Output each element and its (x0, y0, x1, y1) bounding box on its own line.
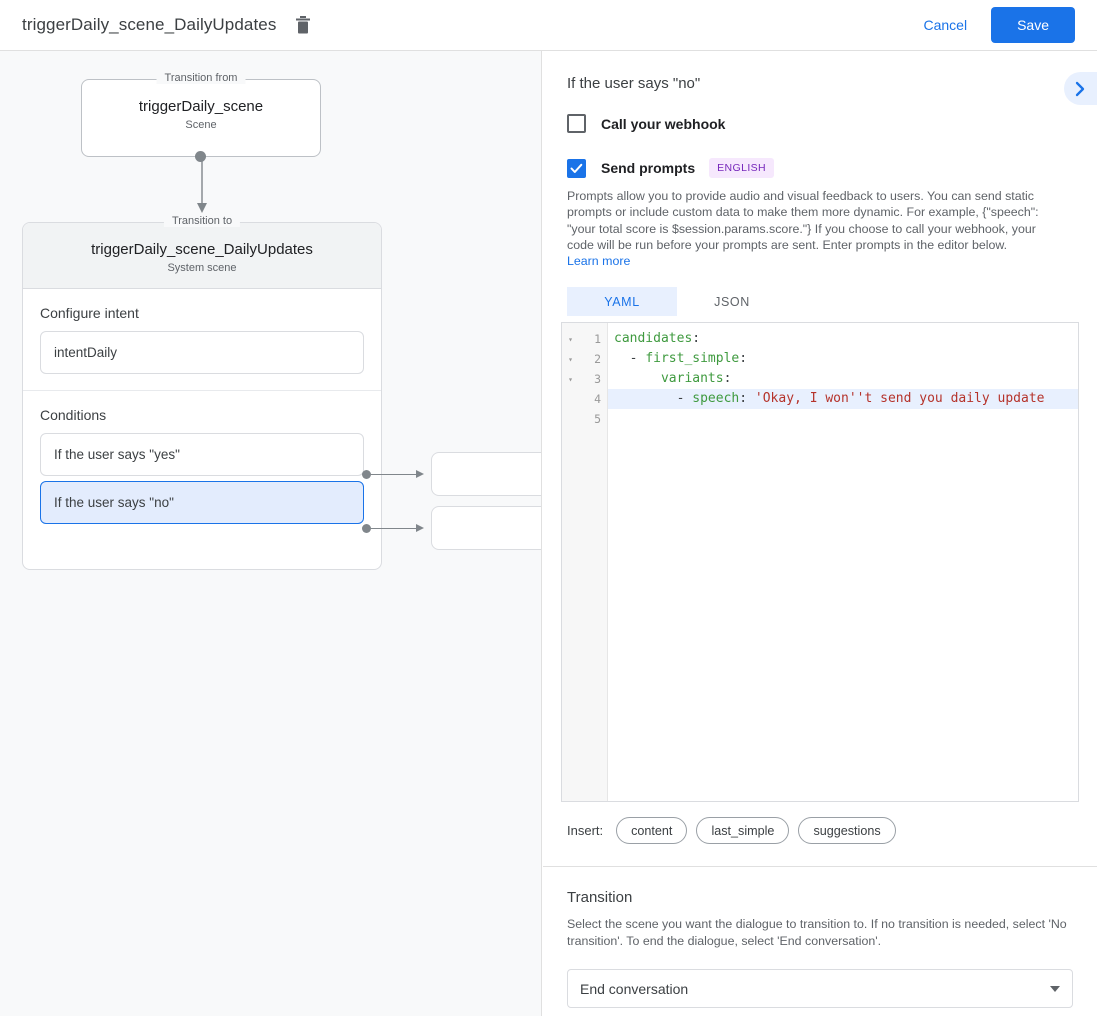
configure-intent-section: Configure intent intentDaily (23, 289, 381, 390)
transition-from-scene-name: triggerDaily_scene (138, 98, 264, 115)
transition-to-scene-type: System scene (167, 262, 237, 274)
code-token: variants (660, 371, 724, 387)
intent-item[interactable]: intentDaily (40, 331, 364, 374)
insert-row: Insert: content last_simple suggestions (567, 817, 1073, 845)
transition-to-scene-name: triggerDaily_scene_DailyUpdates (91, 241, 313, 258)
trash-icon (296, 16, 311, 34)
condition-item-no[interactable]: If the user says "no" (40, 481, 364, 524)
target-node-yes[interactable] (431, 452, 541, 496)
editor-code-line[interactable]: - first_simple: (608, 349, 1078, 369)
transition-title: Transition (567, 889, 633, 907)
page-title: triggerDaily_scene_DailyUpdates (22, 15, 277, 34)
condition-no-edge-dot (362, 524, 371, 533)
learn-more-link[interactable]: Learn more (567, 254, 631, 269)
transition-section: Transition Select the scene you want the… (543, 867, 1097, 1009)
format-tabs: YAML JSON (567, 287, 1073, 317)
editor-line-number: 3 (594, 372, 601, 387)
top-app-bar: triggerDaily_scene_DailyUpdates Cancel S… (0, 0, 1097, 51)
checkmark-icon (570, 163, 583, 173)
fold-triangle-icon[interactable]: ▾ (568, 334, 573, 344)
editor-gutter-line: ▾3 (562, 369, 607, 389)
section-divider (543, 866, 1097, 868)
connector-dot (195, 151, 206, 162)
prompts-help-text: Prompts allow you to provide audio and v… (543, 188, 1063, 269)
transition-select-value: End conversation (580, 980, 689, 997)
webhook-row[interactable]: Call your webhook (543, 114, 1097, 133)
details-panel: If the user says "no" Call your webhook … (543, 51, 1097, 1016)
code-token: - (614, 351, 646, 367)
code-token: : (739, 391, 755, 407)
editor-gutter-line: 5 (562, 409, 607, 429)
call-webhook-checkbox[interactable] (567, 114, 586, 133)
conditions-section: Conditions If the user says "yes" If the… (23, 390, 381, 540)
transition-to-legend: Transition to (163, 215, 241, 227)
condition-yes-edge-arrow-icon (416, 470, 424, 478)
code-token: speech (692, 391, 740, 407)
language-badge: ENGLISH (709, 158, 775, 178)
insert-chip-last-simple[interactable]: last_simple (696, 817, 790, 845)
editor-code-line[interactable] (608, 409, 1078, 429)
code-token: candidates (614, 331, 693, 347)
transition-description: Select the scene you want the dialogue t… (567, 917, 1067, 948)
code-token: first_simple (645, 351, 740, 367)
fold-triangle-icon[interactable]: ▾ (568, 354, 573, 364)
code-token: 'Okay, I won''t send you daily update (754, 391, 1045, 407)
details-panel-header: If the user says "no" (543, 51, 1097, 105)
condition-item-yes[interactable]: If the user says "yes" (40, 433, 364, 476)
code-token: : (723, 371, 732, 387)
insert-label: Insert: (567, 823, 604, 839)
tab-json[interactable]: JSON (677, 287, 787, 317)
editor-code-line[interactable]: variants: (608, 369, 1078, 389)
delete-button[interactable] (290, 12, 316, 38)
chevron-down-icon (1050, 985, 1060, 992)
fold-triangle-icon[interactable]: ▾ (568, 374, 573, 384)
details-panel-title: If the user says "no" (567, 75, 701, 92)
code-token (614, 371, 661, 386)
target-node-no[interactable] (431, 506, 541, 550)
conditions-label: Conditions (40, 407, 107, 423)
condition-no-edge-line (371, 528, 418, 529)
scene-graph-canvas[interactable]: Transition from triggerDaily_scene Scene… (0, 51, 542, 1016)
send-prompts-label: Send prompts (601, 160, 696, 176)
configure-intent-label: Configure intent (40, 305, 139, 321)
transition-to-header: triggerDaily_scene_DailyUpdates System s… (23, 223, 381, 289)
editor-code-line[interactable]: - speech: 'Okay, I won''t send you daily… (608, 389, 1078, 410)
code-token: : (692, 331, 701, 347)
send-prompts-row[interactable]: Send prompts ENGLISH (543, 158, 1097, 178)
transition-from-card[interactable]: Transition from triggerDaily_scene Scene (81, 72, 321, 157)
send-prompts-checkbox[interactable] (567, 158, 586, 178)
transition-from-legend: Transition from (156, 72, 246, 84)
condition-yes-edge-line (371, 474, 418, 475)
insert-chip-content[interactable]: content (616, 817, 688, 845)
editor-line-number: 4 (594, 392, 601, 407)
chevron-right-icon (1075, 81, 1085, 96)
prompts-help-body: Prompts allow you to provide audio and v… (567, 189, 1039, 252)
code-token: : (739, 351, 748, 367)
editor-code-area[interactable]: candidates: - first_simple: variants: - … (608, 323, 1078, 801)
transition-from-scene-type: Scene (185, 119, 217, 131)
expand-panel-button[interactable] (1064, 72, 1097, 105)
editor-line-number: 2 (594, 352, 601, 367)
transition-select[interactable]: End conversation (567, 969, 1073, 1009)
tab-yaml[interactable]: YAML (567, 287, 677, 317)
cancel-button[interactable]: Cancel (911, 9, 979, 41)
editor-line-number: 1 (594, 332, 601, 347)
code-token: - (614, 391, 693, 407)
editor-gutter-line: 4 (562, 389, 607, 409)
insert-chip-suggestions[interactable]: suggestions (798, 817, 896, 845)
editor-code-line[interactable]: candidates: (608, 329, 1078, 349)
editor-gutter-line: ▾2 (562, 349, 607, 369)
call-webhook-label: Call your webhook (601, 115, 726, 132)
condition-no-edge-arrow-icon (416, 524, 424, 532)
transition-to-card[interactable]: Transition to triggerDaily_scene_DailyUp… (22, 215, 382, 570)
condition-yes-edge-dot (362, 470, 371, 479)
editor-line-number: 5 (594, 412, 601, 427)
editor-gutter-line: ▾1 (562, 329, 607, 349)
save-button[interactable]: Save (991, 7, 1075, 43)
